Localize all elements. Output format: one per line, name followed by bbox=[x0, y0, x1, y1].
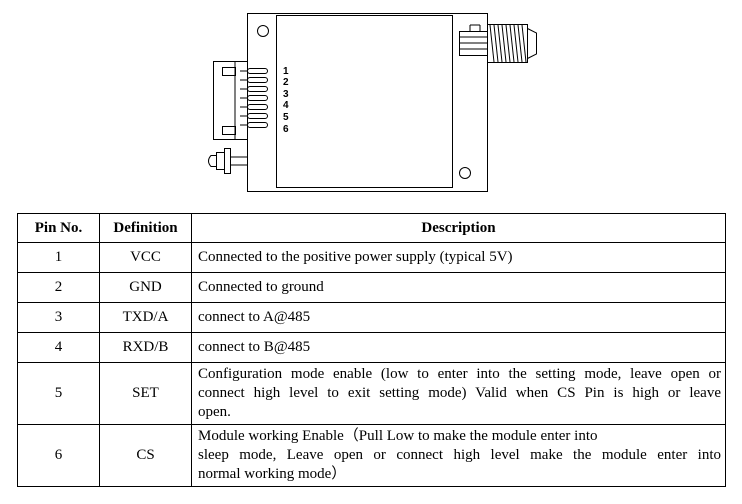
description-cell: connect to A@485 bbox=[191, 302, 726, 333]
description-cell: Configuration mode enable (low to enter … bbox=[191, 362, 726, 425]
description-line: connect to A@485 bbox=[198, 309, 311, 325]
description-line: normal working mode） bbox=[198, 466, 347, 482]
table-row: 2 GND Connected to ground bbox=[17, 272, 726, 303]
description-cell: Connected to the positive power supply (… bbox=[191, 242, 726, 273]
header-pin-no: Pin No. bbox=[17, 213, 100, 243]
module-outline-diagram bbox=[208, 13, 537, 192]
description-line: Configuration mode enable (low to enter … bbox=[198, 366, 721, 382]
module-shield bbox=[276, 15, 453, 188]
pin-number-cell: 5 bbox=[17, 362, 100, 425]
description-line: Module working Enable（Pull Low to make t… bbox=[198, 428, 598, 444]
description-line: sleep mode, Leave open or connect high l… bbox=[198, 447, 721, 463]
description-cell: connect to B@485 bbox=[191, 332, 726, 363]
table-row: 3 TXD/A connect to A@485 bbox=[17, 302, 726, 333]
mounting-hole bbox=[257, 25, 269, 37]
led-indicator bbox=[208, 148, 247, 174]
pin-label-6: 6 bbox=[283, 124, 289, 135]
definition-cell: TXD/A bbox=[99, 302, 192, 333]
pin-header-connector bbox=[213, 61, 248, 140]
pin-label-2: 2 bbox=[283, 77, 289, 88]
pin-definition-table: Pin No. Definition Description 1 VCC Con… bbox=[17, 213, 726, 487]
description-cell: Module working Enable（Pull Low to make t… bbox=[191, 424, 726, 487]
pin-label-5: 5 bbox=[283, 112, 289, 123]
definition-cell: RXD/B bbox=[99, 332, 192, 363]
table-row: 5 SET Configuration mode enable (low to … bbox=[17, 362, 726, 425]
description-line: connect high level to exit setting mode)… bbox=[198, 385, 721, 401]
table-row: 6 CS Module working Enable（Pull Low to m… bbox=[17, 424, 726, 487]
definition-cell: VCC bbox=[99, 242, 192, 273]
pin-number-cell: 1 bbox=[17, 242, 100, 273]
pin-label-4: 4 bbox=[283, 100, 289, 111]
pin-label-1: 1 bbox=[283, 66, 289, 77]
table-row: 1 VCC Connected to the positive power su… bbox=[17, 242, 726, 273]
pin-label-3: 3 bbox=[283, 89, 289, 100]
definition-cell: CS bbox=[99, 424, 192, 487]
description-cell: Connected to ground bbox=[191, 272, 726, 303]
antenna-thread bbox=[489, 24, 527, 63]
header-definition: Definition bbox=[99, 213, 192, 243]
pin-number-cell: 4 bbox=[17, 332, 100, 363]
description-line: connect to B@485 bbox=[198, 339, 311, 355]
definition-cell: SET bbox=[99, 362, 192, 425]
pin-number-cell: 3 bbox=[17, 302, 100, 333]
description-line: Connected to the positive power supply (… bbox=[198, 249, 513, 265]
definition-cell: GND bbox=[99, 272, 192, 303]
table-row: 4 RXD/B connect to B@485 bbox=[17, 332, 726, 363]
sma-antenna-connector bbox=[459, 24, 537, 63]
pin-number-cell: 2 bbox=[17, 272, 100, 303]
header-pins bbox=[240, 68, 268, 128]
description-line: open. bbox=[198, 404, 231, 420]
pin-number-cell: 6 bbox=[17, 424, 100, 487]
header-description: Description bbox=[191, 213, 726, 243]
table-header-row: Pin No. Definition Description bbox=[17, 213, 726, 243]
mounting-hole bbox=[459, 167, 471, 179]
description-line: Connected to ground bbox=[198, 279, 324, 295]
